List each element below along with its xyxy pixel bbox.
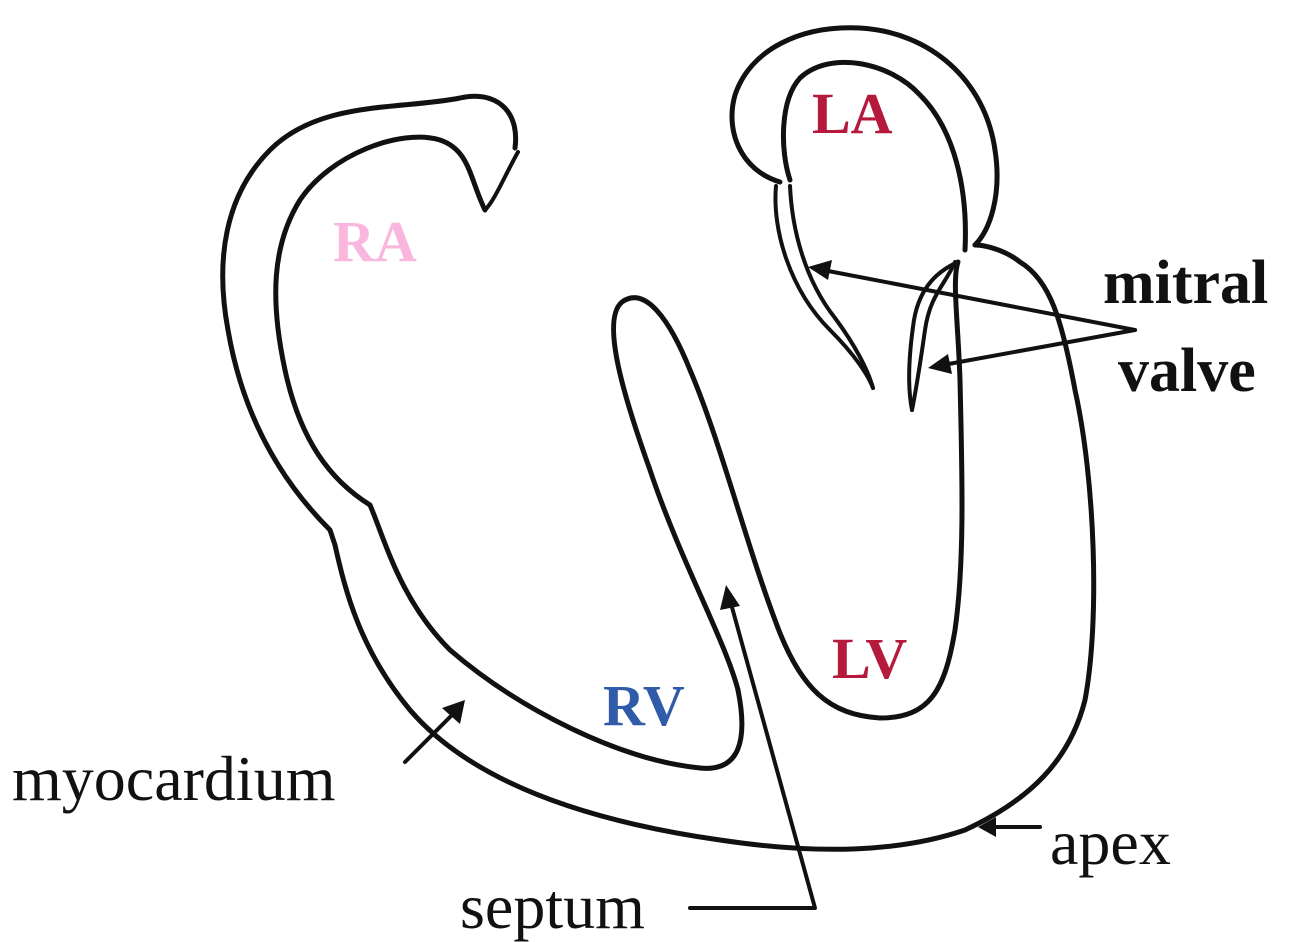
rv-septum-wall — [614, 262, 962, 718]
septum-arrowhead — [720, 585, 740, 610]
ra-opening — [485, 152, 518, 210]
mitral-anterior-leaflet-inner — [790, 186, 873, 388]
mitral-arrow-upper — [823, 270, 1135, 330]
myocardium-arrow — [405, 712, 455, 762]
mitral-arrow-lower — [943, 330, 1135, 365]
mitral-arrowhead-lower — [928, 354, 952, 374]
label-lv: LV — [832, 626, 907, 691]
label-valve: valve — [1118, 337, 1256, 405]
label-apex: apex — [1050, 807, 1171, 878]
label-mitral: mitral — [1103, 249, 1268, 317]
mitral-posterior-leaflet-inner — [912, 262, 955, 410]
label-la: LA — [812, 81, 893, 146]
label-myocardium: myocardium — [12, 743, 335, 814]
septum-arrow — [690, 600, 815, 908]
label-septum: septum — [460, 871, 645, 942]
label-rv: RV — [603, 673, 685, 738]
label-ra: RA — [333, 209, 417, 274]
